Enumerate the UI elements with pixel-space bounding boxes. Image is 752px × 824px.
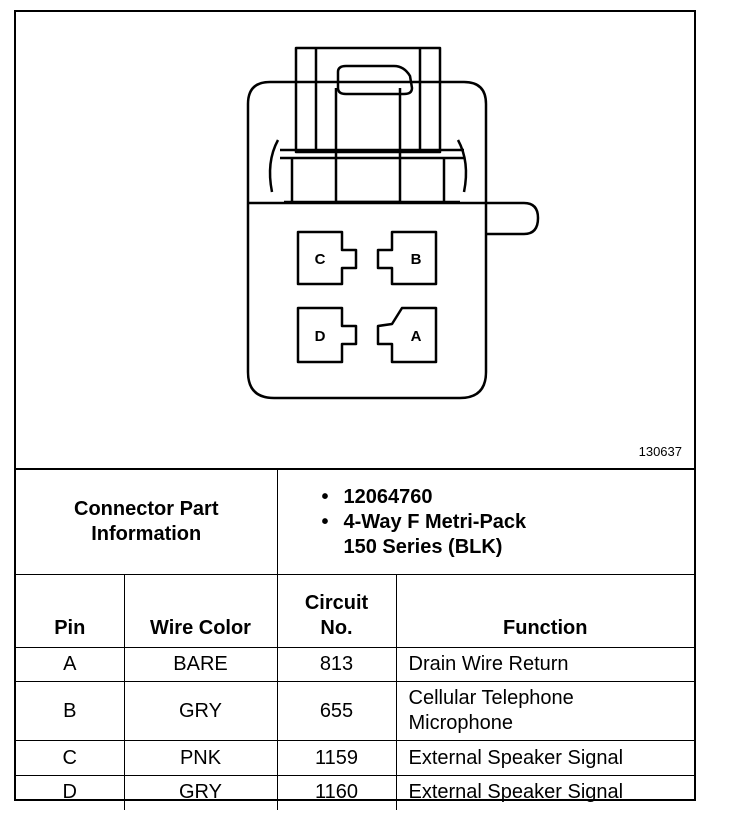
wire-color-cell: BARE bbox=[123, 647, 278, 682]
function-line1: External Speaker Signal bbox=[408, 781, 624, 804]
function-cell: Drain Wire Return bbox=[395, 647, 694, 682]
function-line2: Microphone bbox=[408, 712, 514, 734]
connector-info-row: Connector Part Information • 12064760 • … bbox=[16, 470, 694, 575]
circuit-cell: 1159 bbox=[276, 740, 397, 776]
header-circuit: Circuit No. bbox=[276, 574, 397, 648]
connector-info-label: Connector Part Information bbox=[16, 470, 278, 575]
part-number-item: • 12064760 bbox=[322, 485, 695, 510]
bullet-glyph: • bbox=[321, 510, 329, 533]
pin-cell: C bbox=[16, 740, 125, 776]
description-line2: 150 Series (BLK) bbox=[343, 535, 503, 558]
function-cell: External Speaker Signal bbox=[395, 740, 694, 776]
pin-cell: A bbox=[16, 647, 125, 682]
connector-info-label-line2: Information bbox=[91, 523, 202, 545]
wire-color-cell: GRY bbox=[123, 775, 278, 810]
connector-info-label-line1: Connector Part bbox=[74, 498, 219, 520]
function-cell: Cellular Telephone Microphone bbox=[395, 681, 694, 741]
wire-color-cell: GRY bbox=[123, 681, 278, 741]
figure-number: 130637 bbox=[638, 444, 682, 459]
key-tab bbox=[486, 201, 540, 236]
pin-label-a: A bbox=[411, 328, 422, 345]
pin-cell: B bbox=[16, 681, 125, 741]
table-row: C PNK 1159 External Speaker Signal bbox=[16, 740, 694, 776]
cavity-a bbox=[376, 306, 438, 364]
header-circuit-line2: No. bbox=[320, 617, 353, 639]
function-line1: Cellular Telephone bbox=[408, 687, 574, 709]
function-line1: Drain Wire Return bbox=[408, 653, 569, 675]
section-divider bbox=[16, 468, 694, 470]
part-number: 12064760 bbox=[343, 485, 433, 508]
pin-label-c: C bbox=[315, 251, 326, 268]
bullet-glyph: • bbox=[321, 485, 329, 508]
connector-body bbox=[246, 80, 488, 400]
connector-info-values: • 12064760 • 4-Way F Metri-Pack 150 Seri… bbox=[276, 470, 695, 575]
connector-pinout-table: Connector Part Information • 12064760 • … bbox=[16, 470, 694, 810]
description-item: • 4-Way F Metri-Pack 150 Series (BLK) bbox=[322, 510, 695, 560]
latch-housing bbox=[294, 46, 442, 154]
header-pin: Pin bbox=[16, 574, 125, 648]
latch-window bbox=[336, 64, 414, 96]
connector-sheet: C B D A 130637 Connector Part Informatio… bbox=[14, 10, 696, 810]
pin-label-b: B bbox=[411, 251, 422, 268]
pin-cell: D bbox=[16, 775, 125, 810]
description-line1: 4-Way F Metri-Pack bbox=[343, 510, 527, 533]
connector-face-drawing: C B D A bbox=[246, 46, 540, 400]
table-row: B GRY 655 Cellular Telephone Microphone bbox=[16, 681, 694, 741]
header-function: Function bbox=[395, 574, 694, 648]
circuit-cell: 813 bbox=[276, 647, 397, 682]
circuit-cell: 1160 bbox=[276, 775, 397, 810]
wire-color-cell: PNK bbox=[123, 740, 278, 776]
table-header-row: Pin Wire Color Circuit No. Function bbox=[16, 574, 694, 648]
header-circuit-line1: Circuit bbox=[304, 592, 369, 614]
table-row: A BARE 813 Drain Wire Return bbox=[16, 647, 694, 682]
cavity-c bbox=[296, 230, 358, 286]
pin-label-d: D bbox=[315, 328, 326, 345]
cavity-d bbox=[296, 306, 358, 364]
connector-diagram: C B D A 130637 bbox=[16, 12, 694, 468]
circuit-cell: 655 bbox=[276, 681, 397, 741]
latch-tongue bbox=[334, 88, 402, 204]
function-line1: External Speaker Signal bbox=[408, 746, 624, 769]
header-wire-color: Wire Color bbox=[123, 574, 278, 648]
function-cell: External Speaker Signal bbox=[395, 775, 694, 810]
cavity-b bbox=[376, 230, 438, 286]
table-row: D GRY 1160 External Speaker Signal bbox=[16, 775, 694, 810]
